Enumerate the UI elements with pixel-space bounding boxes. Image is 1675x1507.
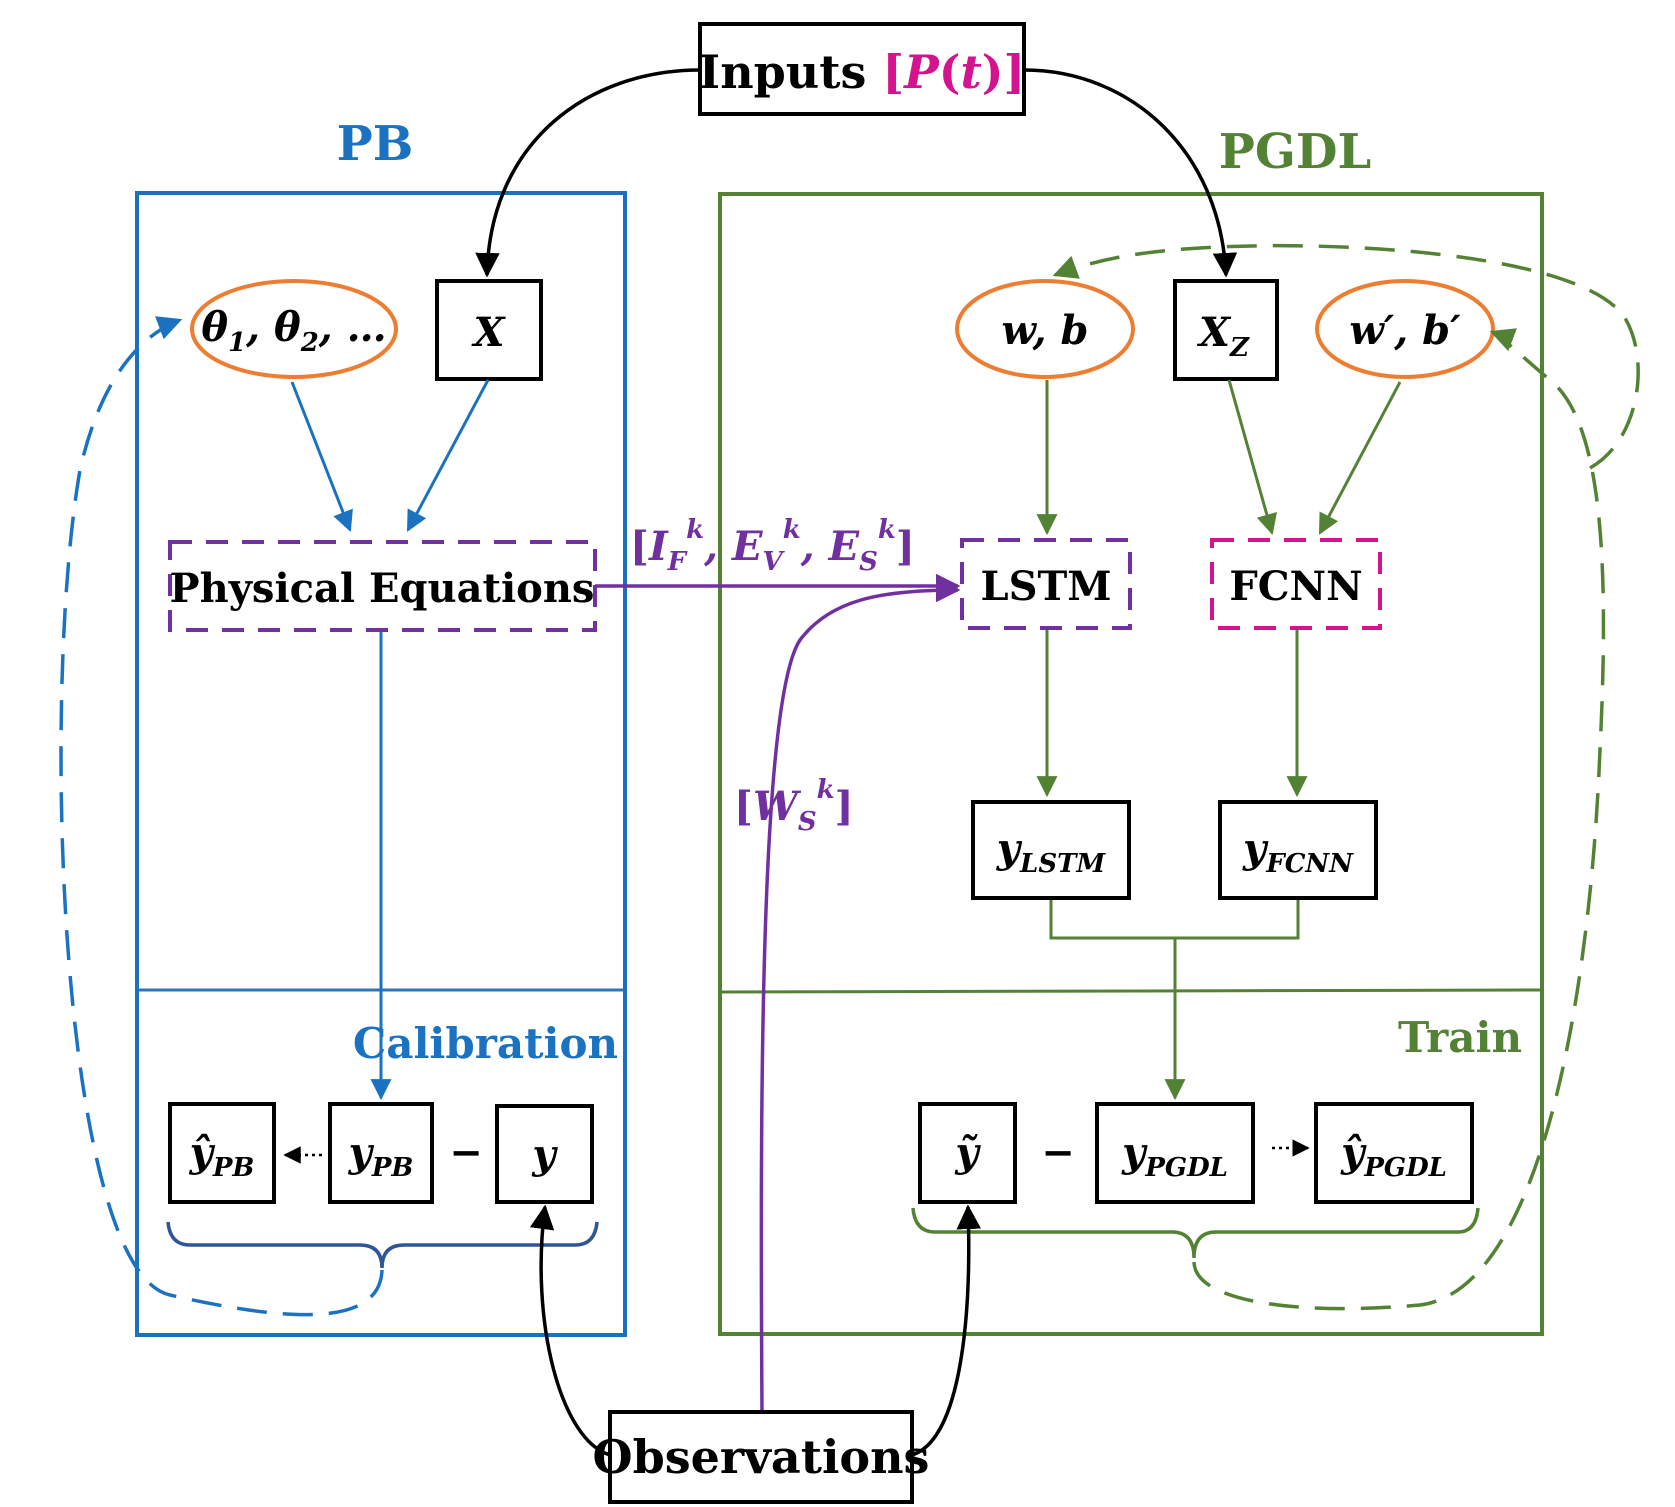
y-observed-pb-box [495, 1104, 594, 1204]
pb-title: PB [337, 116, 414, 172]
pb-brace [166, 1221, 599, 1269]
y-fcnn-label: yFCNN [1242, 825, 1354, 879]
merge-to-ypgdl-connector [1049, 900, 1300, 940]
theta-parameters-ellipse [190, 279, 398, 379]
wb-parameters-label: w, b [1002, 307, 1089, 354]
wb-prime-to-fcnn-arrow [1318, 381, 1402, 535]
pgdl-minus-sign: − [1041, 1129, 1075, 1176]
x-to-physical-arrow [406, 379, 490, 532]
pgdl-title: PGDL [1219, 124, 1371, 180]
ws-label: [WSk] [734, 775, 854, 837]
inputs-box [698, 22, 1026, 116]
xz-input-label: XZ [1196, 309, 1250, 363]
fcnn-box [1210, 538, 1382, 630]
x-input-label: X [470, 309, 506, 356]
inputs-to-xz-arrow [1023, 68, 1238, 278]
physical-equations-label: Physical Equations [170, 565, 595, 612]
y-fcnn-box [1218, 800, 1378, 900]
y-hat-pgdl-label: ŷPGDL [1340, 1129, 1447, 1183]
observations-to-ytilde-arrow [911, 1204, 982, 1457]
y-hat-pgdl-box [1314, 1102, 1474, 1204]
wb-parameters-ellipse [955, 279, 1135, 379]
fcnn-label: FCNN [1229, 563, 1362, 610]
y-lstm-box [971, 800, 1131, 900]
y-tilde-label: ỹ [954, 1129, 981, 1176]
inputs-label: Inputs [P(t)] [699, 45, 1026, 99]
observations-label: Observations [593, 1430, 930, 1484]
y-tilde-box [918, 1102, 1017, 1204]
pb-minus-sign: − [449, 1129, 483, 1176]
observations-box [608, 1410, 914, 1504]
pb-panel [135, 191, 627, 1337]
y-pgdl-label: yPGDL [1121, 1129, 1228, 1183]
pgdl-train-feedback-loop-right [1192, 328, 1606, 1311]
theta-parameters-label: θ1, θ2, … [201, 304, 386, 358]
y-lstm-label: yLSTM [996, 825, 1107, 879]
pgdl-panel [718, 192, 1544, 1336]
y-hat-pb-label: ŷPB [189, 1129, 255, 1183]
y-observed-pb-label: y [531, 1131, 558, 1178]
y-pb-box [328, 1102, 434, 1204]
xz-input-box [1173, 279, 1279, 381]
y-pgdl-box [1095, 1102, 1255, 1204]
train-label: Train [1398, 1013, 1522, 1062]
pgdl-train-feedback-loop-top [1052, 243, 1640, 470]
xz-to-fcnn-arrow [1227, 379, 1277, 536]
transfer-vars-label: [IFk, EVk, ESk] [630, 515, 915, 577]
pgdl-train-divider [721, 988, 1541, 994]
pgdl-brace [911, 1207, 1480, 1259]
lstm-box [960, 538, 1132, 630]
x-input-box [435, 279, 543, 381]
pb-calibration-feedback-loop [59, 316, 384, 1317]
y-pb-label: yPB [348, 1129, 414, 1183]
y-hat-pb-box [168, 1102, 276, 1204]
calibration-label: Calibration [353, 1019, 618, 1068]
theta-to-physical-arrow [290, 381, 353, 532]
inputs-to-x-arrow [475, 68, 701, 278]
lstm-label: LSTM [980, 563, 1111, 610]
observations-to-y-arrow [529, 1204, 611, 1457]
observations-to-lstm-arrow [759, 577, 961, 1413]
physical-equations-box [168, 540, 597, 632]
wb-prime-parameters-label: w′, b′ [1349, 307, 1461, 354]
